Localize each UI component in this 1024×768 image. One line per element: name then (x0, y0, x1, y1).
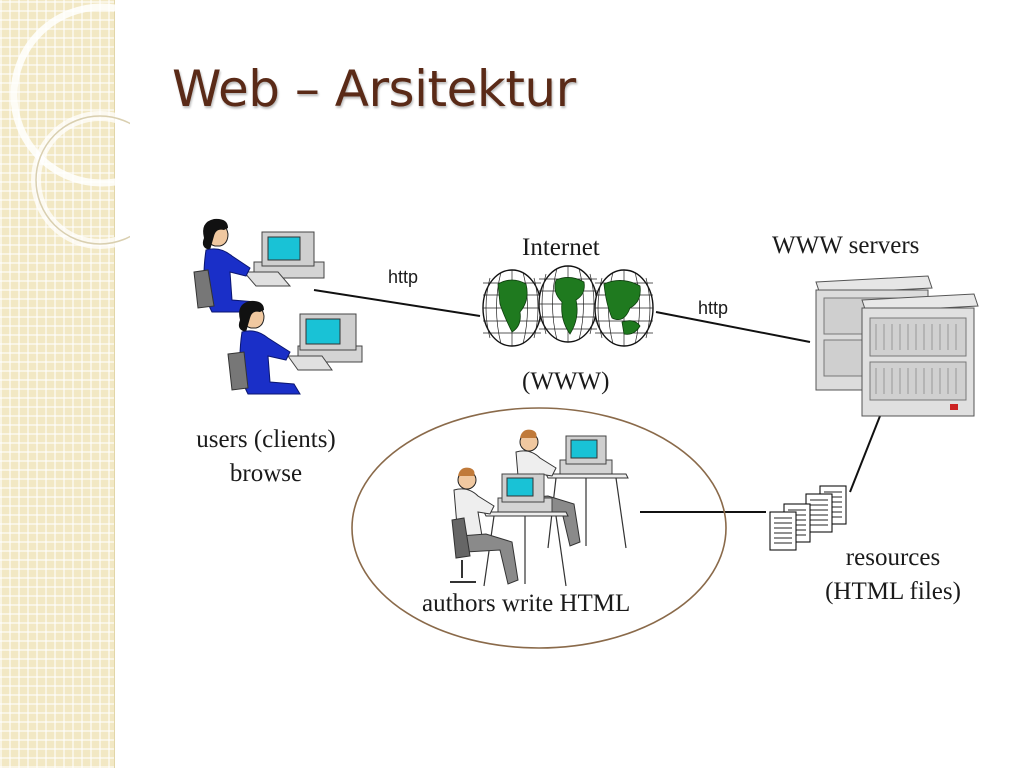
edge-internet-servers (655, 311, 811, 343)
authors-illustration (450, 429, 629, 587)
internet-label: Internet (522, 234, 600, 261)
www-servers-icon (815, 275, 979, 417)
resources-label-line1: resources (845, 544, 941, 571)
resources-label-line2: (HTML files) (825, 578, 961, 605)
author-workstation-icon (450, 467, 569, 587)
users-label-line1: users (clients) (196, 426, 336, 453)
edge-users-internet (313, 289, 481, 317)
decorative-rings (10, 3, 130, 249)
http-left-label: http (388, 267, 419, 287)
authors-label: authors write HTML (422, 590, 631, 617)
www-paren-label: (WWW) (522, 368, 610, 395)
user-computer-icon (193, 218, 325, 313)
slide-title: Web – Arsitektur (172, 60, 576, 118)
internet-globe-icon (482, 265, 654, 347)
users-label-line2: browse (229, 460, 303, 487)
http-right-label: http (698, 298, 729, 318)
resources-documents-icon (769, 485, 847, 551)
www-servers-label: WWW servers (772, 232, 920, 259)
edge-servers-resources (849, 415, 881, 493)
users-clients-illustration (193, 218, 363, 395)
user-computer-icon (227, 300, 363, 395)
authors-ellipse (351, 407, 727, 649)
